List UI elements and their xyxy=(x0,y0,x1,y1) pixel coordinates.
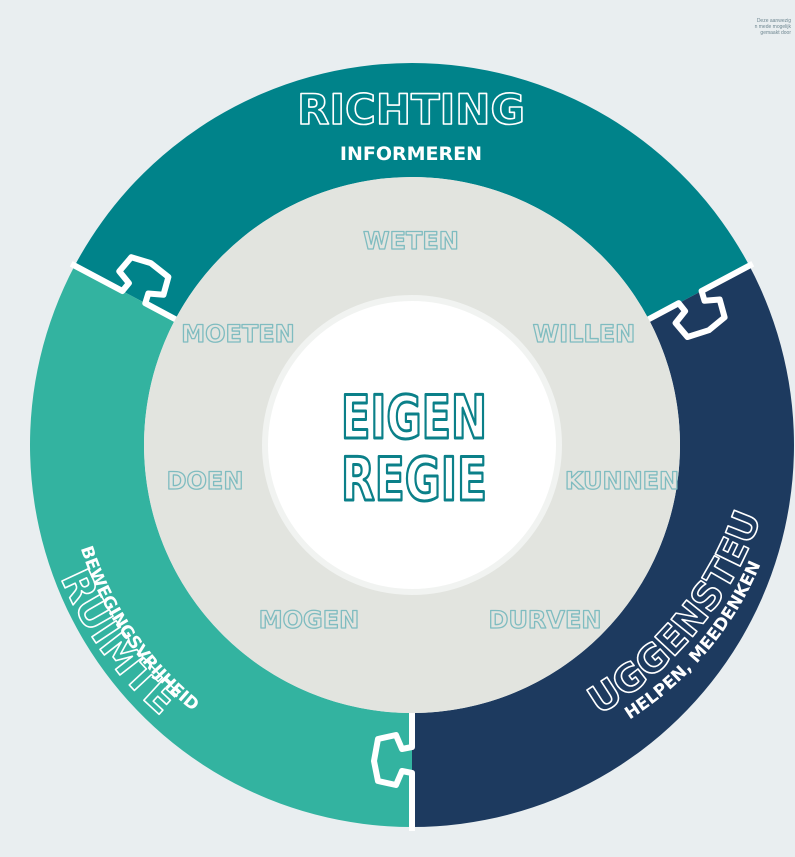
corner-note: Deze aanwezig n mede mogelijk gemaakt do… xyxy=(731,18,791,36)
richting-title: RICHTING xyxy=(297,85,525,134)
inner-word-moeten: MOETEN xyxy=(181,320,295,348)
inner-word-doen: DOEN xyxy=(167,467,244,495)
corner-note-line-1: Deze aanwezig xyxy=(756,18,791,24)
center-title-line-1: EIGEN xyxy=(341,383,487,453)
richting-subtitle: INFORMEREN xyxy=(340,143,482,165)
center-circle xyxy=(262,295,562,595)
corner-note-line-3: gemaakt door xyxy=(760,30,791,36)
richting-segment xyxy=(74,62,750,320)
puzzle-seam-right xyxy=(643,261,755,340)
inner-word-weten: WETEN xyxy=(363,227,459,255)
ruggensteun-segment xyxy=(412,265,795,827)
corner-note-line-2: n mede mogelijk xyxy=(754,24,791,30)
inner-word-durven: DURVEN xyxy=(489,606,602,634)
center-title-line-2: REGIE xyxy=(341,445,487,515)
inner-word-kunnen: KUNNEN xyxy=(565,467,679,495)
inner-word-willen: WILLEN xyxy=(533,320,635,348)
puzzle-seam-left xyxy=(69,254,181,324)
puzzle-seam-bottom xyxy=(371,709,415,831)
inner-word-mogen: MOGEN xyxy=(259,606,359,634)
ruimte-segment xyxy=(29,265,413,828)
